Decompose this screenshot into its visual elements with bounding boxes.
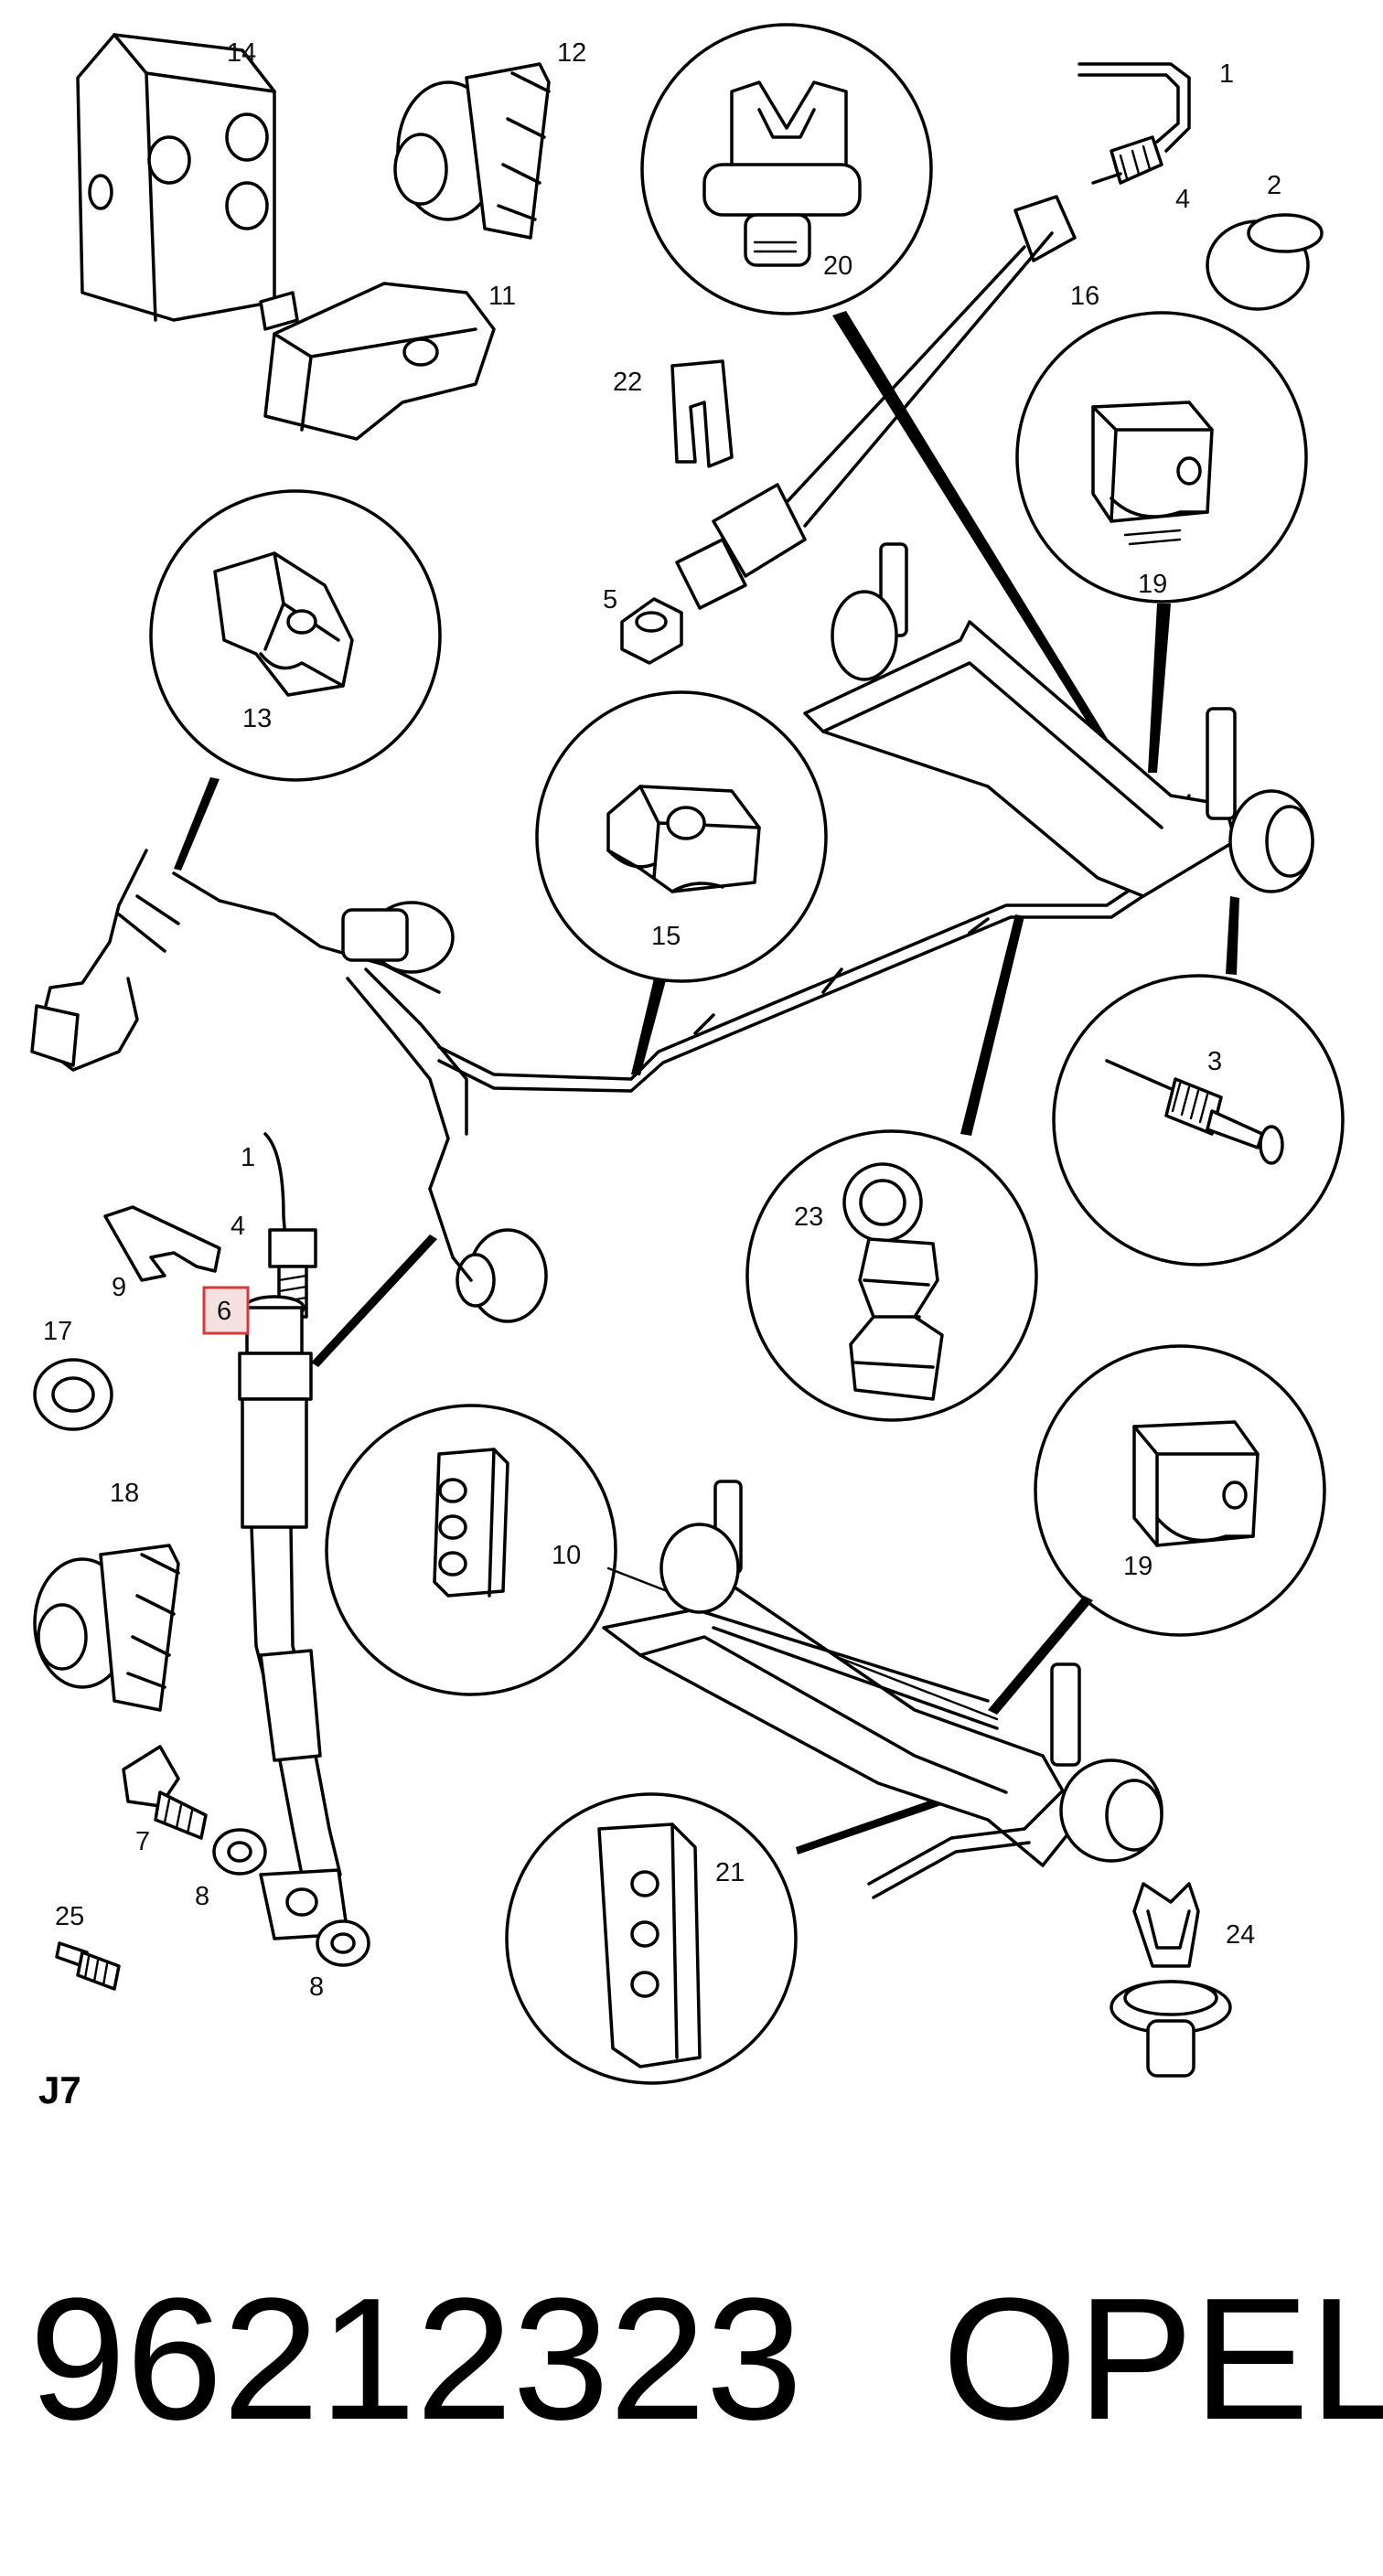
callout-10: 10 <box>552 1541 581 1570</box>
callout-8-right: 8 <box>309 1972 324 2002</box>
detail-circle-23 <box>745 1129 1038 1422</box>
part-25 <box>55 1941 121 1991</box>
callout-19-bottom: 19 <box>1123 1552 1152 1581</box>
callout-23: 23 <box>794 1202 823 1232</box>
callout-14: 14 <box>227 38 256 68</box>
detail-circle-21 <box>505 1792 798 2085</box>
callout-22: 22 <box>613 368 642 397</box>
callout-12: 12 <box>557 38 586 68</box>
part-5 <box>620 597 683 665</box>
detail-circle-3 <box>1052 974 1345 1267</box>
section-code: J7 <box>38 2068 81 2111</box>
part-9 <box>103 1205 221 1282</box>
callout-6-highlighted[interactable]: 6 <box>202 1286 250 1335</box>
part-8-washers <box>212 1828 370 1967</box>
part-14 <box>76 33 276 322</box>
part-number: 96212323 <box>29 2262 802 2456</box>
leader-lines <box>174 311 1239 1855</box>
part-17 <box>33 1358 113 1431</box>
part-12 <box>393 62 551 240</box>
callout-21: 21 <box>715 1858 745 1887</box>
callout-3: 3 <box>1207 1047 1222 1076</box>
callout-labels: 14 12 1 4 2 20 16 11 22 19 5 13 15 3 1 4… <box>43 38 1281 2002</box>
callout-8-left: 8 <box>195 1882 209 1911</box>
detail-circle-13 <box>149 489 442 782</box>
lower-axle-assembly <box>602 1480 1163 1899</box>
detail-circle-10 <box>325 1404 617 1696</box>
part-24 <box>1110 1882 1232 2078</box>
part-1-4-left <box>263 1132 317 1319</box>
callout-13: 13 <box>242 704 272 733</box>
callout-4-left: 4 <box>230 1212 245 1241</box>
callout-11: 11 <box>488 282 516 311</box>
callout-1-top: 1 <box>1219 59 1234 89</box>
callout-5: 5 <box>603 585 617 615</box>
brand-name: OPEL <box>942 2262 1383 2456</box>
callout-20: 20 <box>823 251 852 281</box>
callout-15: 15 <box>651 922 681 951</box>
part-1-4-16-pipe-top <box>675 62 1191 610</box>
detail-circle-19-top <box>1015 311 1308 604</box>
callout-4-top: 4 <box>1175 185 1190 214</box>
part-18 <box>33 1544 180 1712</box>
upper-pipe-assembly <box>30 542 1314 1323</box>
callout-18: 18 <box>110 1479 139 1508</box>
detail-circle-20 <box>640 23 933 315</box>
callout-17: 17 <box>43 1317 72 1346</box>
svg-text:6: 6 <box>217 1297 231 1326</box>
callout-19-top: 19 <box>1138 570 1167 599</box>
part-11 <box>259 282 496 441</box>
callout-16: 16 <box>1070 282 1099 311</box>
callout-9: 9 <box>112 1273 126 1302</box>
detail-circle-15 <box>535 690 828 983</box>
part-6-hose <box>238 1295 349 1940</box>
callout-2: 2 <box>1267 171 1281 200</box>
part-22 <box>670 359 734 468</box>
callout-7: 7 <box>135 1827 150 1856</box>
part-7 <box>122 1745 208 1840</box>
detail-circle-19-bottom <box>1034 1344 1326 1637</box>
callout-25: 25 <box>55 1902 84 1931</box>
callout-1-left: 1 <box>241 1143 255 1172</box>
callout-24: 24 <box>1226 1920 1255 1950</box>
part-2 <box>1206 213 1324 311</box>
